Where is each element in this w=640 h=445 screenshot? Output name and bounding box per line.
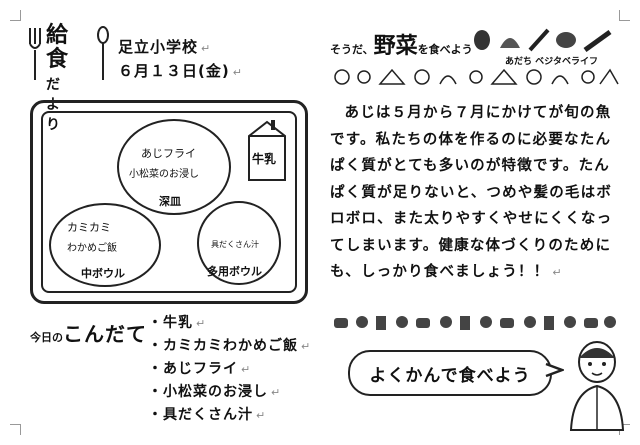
menu-item: ・小松菜のお浸し↵ xyxy=(148,384,282,400)
speech-bubble: よくかんで食べよう xyxy=(348,350,552,396)
spoon-icon xyxy=(97,26,109,80)
issue-date: ６月１３日(金)↵ xyxy=(118,62,243,80)
menu-heading: 今日のこんだて xyxy=(30,322,147,346)
veggie-campaign-title: そうだ、野菜を食べよう xyxy=(330,34,473,59)
menu-list: ・牛乳↵ ・カミカミわかめご飯↵ ・あじフライ↵ ・小松菜のお浸し↵ ・具だくさ… xyxy=(148,312,311,427)
crop-mark-top-right xyxy=(619,10,630,21)
school-name: 足立小学校↵ xyxy=(118,38,212,56)
crop-mark-bottom-left xyxy=(10,424,21,435)
fork-icon xyxy=(29,28,41,80)
fukazara-dish: あじフライ 小松菜のお浸し 深皿 xyxy=(117,119,231,215)
lunch-tray: あじフライ 小松菜のお浸し 深皿 カミカミ わかめご飯 中ボウル 具だくさん汁 … xyxy=(30,100,308,304)
fukazara-label: 深皿 xyxy=(159,195,181,208)
tray-inner xyxy=(41,111,297,293)
fukazara-item-1: あじフライ xyxy=(141,147,196,160)
menu-item: ・あじフライ↵ xyxy=(148,361,252,377)
menu-item: ・具だくさん汁↵ xyxy=(148,407,267,423)
crop-mark-top-left xyxy=(10,10,21,21)
fukazara-item-2: 小松菜のお浸し xyxy=(129,169,199,180)
menu-item: ・カミカミわかめご飯↵ xyxy=(148,338,312,354)
naka-bowl-label: 中ボウル xyxy=(81,267,125,280)
vegetable-border-icon xyxy=(334,68,619,85)
tayou-bowl-item-1: 具だくさん汁 xyxy=(211,240,259,249)
vegetable-strip-icon xyxy=(334,316,616,330)
bubble-text: よくかんで食べよう xyxy=(369,366,531,386)
menu-item: ・牛乳↵ xyxy=(148,315,207,331)
tayou-bowl-dish: 具だくさん汁 多用ボウル xyxy=(197,201,281,285)
milk-label: 牛乳 xyxy=(252,152,277,166)
bubble-tail-icon xyxy=(545,362,564,378)
tayou-bowl-label: 多用ボウル xyxy=(207,265,262,278)
vegetables-icon xyxy=(474,28,612,53)
newsletter-title: 給食 xyxy=(46,23,71,72)
milk-carton-icon: 牛乳 xyxy=(245,120,289,182)
naka-bowl-item-1: カミカミ xyxy=(67,221,111,234)
person-illustration-icon xyxy=(569,341,625,431)
naka-bowl-item-2: わかめご飯 xyxy=(67,243,117,254)
naka-bowl-dish: カミカミ わかめご飯 中ボウル xyxy=(49,203,161,287)
veggie-campaign-tagline: あだち ベジタベライフ xyxy=(505,57,598,67)
title-block: 給食 だより xyxy=(46,24,70,134)
article-body: あじは５月から７月にかけてが旬の魚です。私たちの体を作るのに必要なたんぱく質がと… xyxy=(330,105,613,280)
